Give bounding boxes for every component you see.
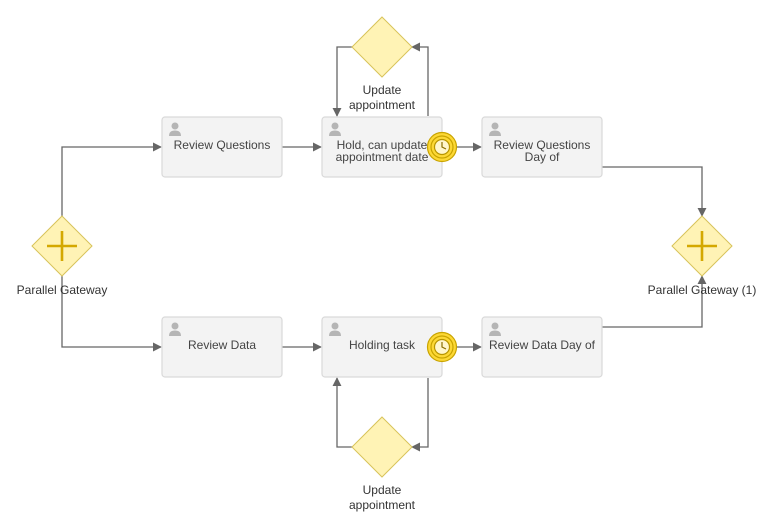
plus-icon [47, 231, 77, 261]
sequence-flows [61, 42, 707, 452]
exclusive-gateway-bottom[interactable] [351, 416, 413, 478]
flow-holding-to-update-gateway-bottom[interactable] [411, 378, 429, 452]
flow-review-data-day-of-to-join[interactable] [602, 275, 707, 328]
exclusive-gateway-bottom-label-line2: appointment [349, 498, 416, 512]
user-icon [169, 122, 181, 136]
task-label-review-questions: Review Questions [174, 138, 271, 152]
flow-review-questions-day-of-to-join[interactable] [602, 166, 707, 217]
flow-gateway-to-review-data[interactable] [61, 276, 162, 352]
parallel-gateway-left[interactable] [31, 215, 93, 277]
exclusive-gateway-bottom-label-line1: Update [363, 483, 402, 497]
exclusive-gateway-top[interactable] [351, 16, 413, 78]
flow-update-gateway-bottom-to-holding[interactable] [332, 377, 352, 448]
task-review-data-day-of[interactable]: Review Data Day of [481, 316, 603, 378]
user-icon [329, 322, 341, 336]
parallel-gateway-left-label: Parallel Gateway [17, 283, 108, 297]
user-icon [169, 322, 181, 336]
task-hold-update[interactable]: Hold, can update appointment date [321, 116, 443, 178]
timer-icon[interactable] [426, 331, 458, 363]
exclusive-gateway-top-label-line1: Update [363, 83, 402, 97]
exclusive-gateway-top-label-line2: appointment [349, 98, 416, 112]
user-icon [489, 122, 501, 136]
timer-icon[interactable] [426, 131, 458, 163]
flow-gateway-to-review-questions[interactable] [61, 142, 162, 216]
user-icon [329, 122, 341, 136]
task-review-questions[interactable]: Review Questions [161, 116, 283, 178]
task-label-review-questions-day-of-line1: Review Questions [494, 138, 591, 152]
task-label-hold-update-line1: Hold, can update [337, 138, 428, 152]
task-review-questions-day-of[interactable]: Review Questions Day of [481, 116, 603, 178]
parallel-gateway-right-label: Parallel Gateway (1) [648, 283, 757, 297]
task-label-review-data: Review Data [188, 338, 256, 352]
user-icon [489, 322, 501, 336]
flow-hold-to-update-gateway-top[interactable] [411, 42, 429, 116]
plus-icon [687, 231, 717, 261]
task-label-review-questions-day-of-line2: Day of [525, 150, 560, 164]
task-label-holding-task: Holding task [349, 338, 416, 352]
task-review-data[interactable]: Review Data [161, 316, 283, 378]
flow-update-gateway-top-to-hold[interactable] [332, 46, 352, 117]
parallel-gateway-right[interactable] [671, 215, 733, 277]
task-label-hold-update-line2: appointment date [336, 150, 429, 164]
task-holding-task[interactable]: Holding task [321, 316, 443, 378]
task-label-review-data-day-of: Review Data Day of [489, 338, 596, 352]
